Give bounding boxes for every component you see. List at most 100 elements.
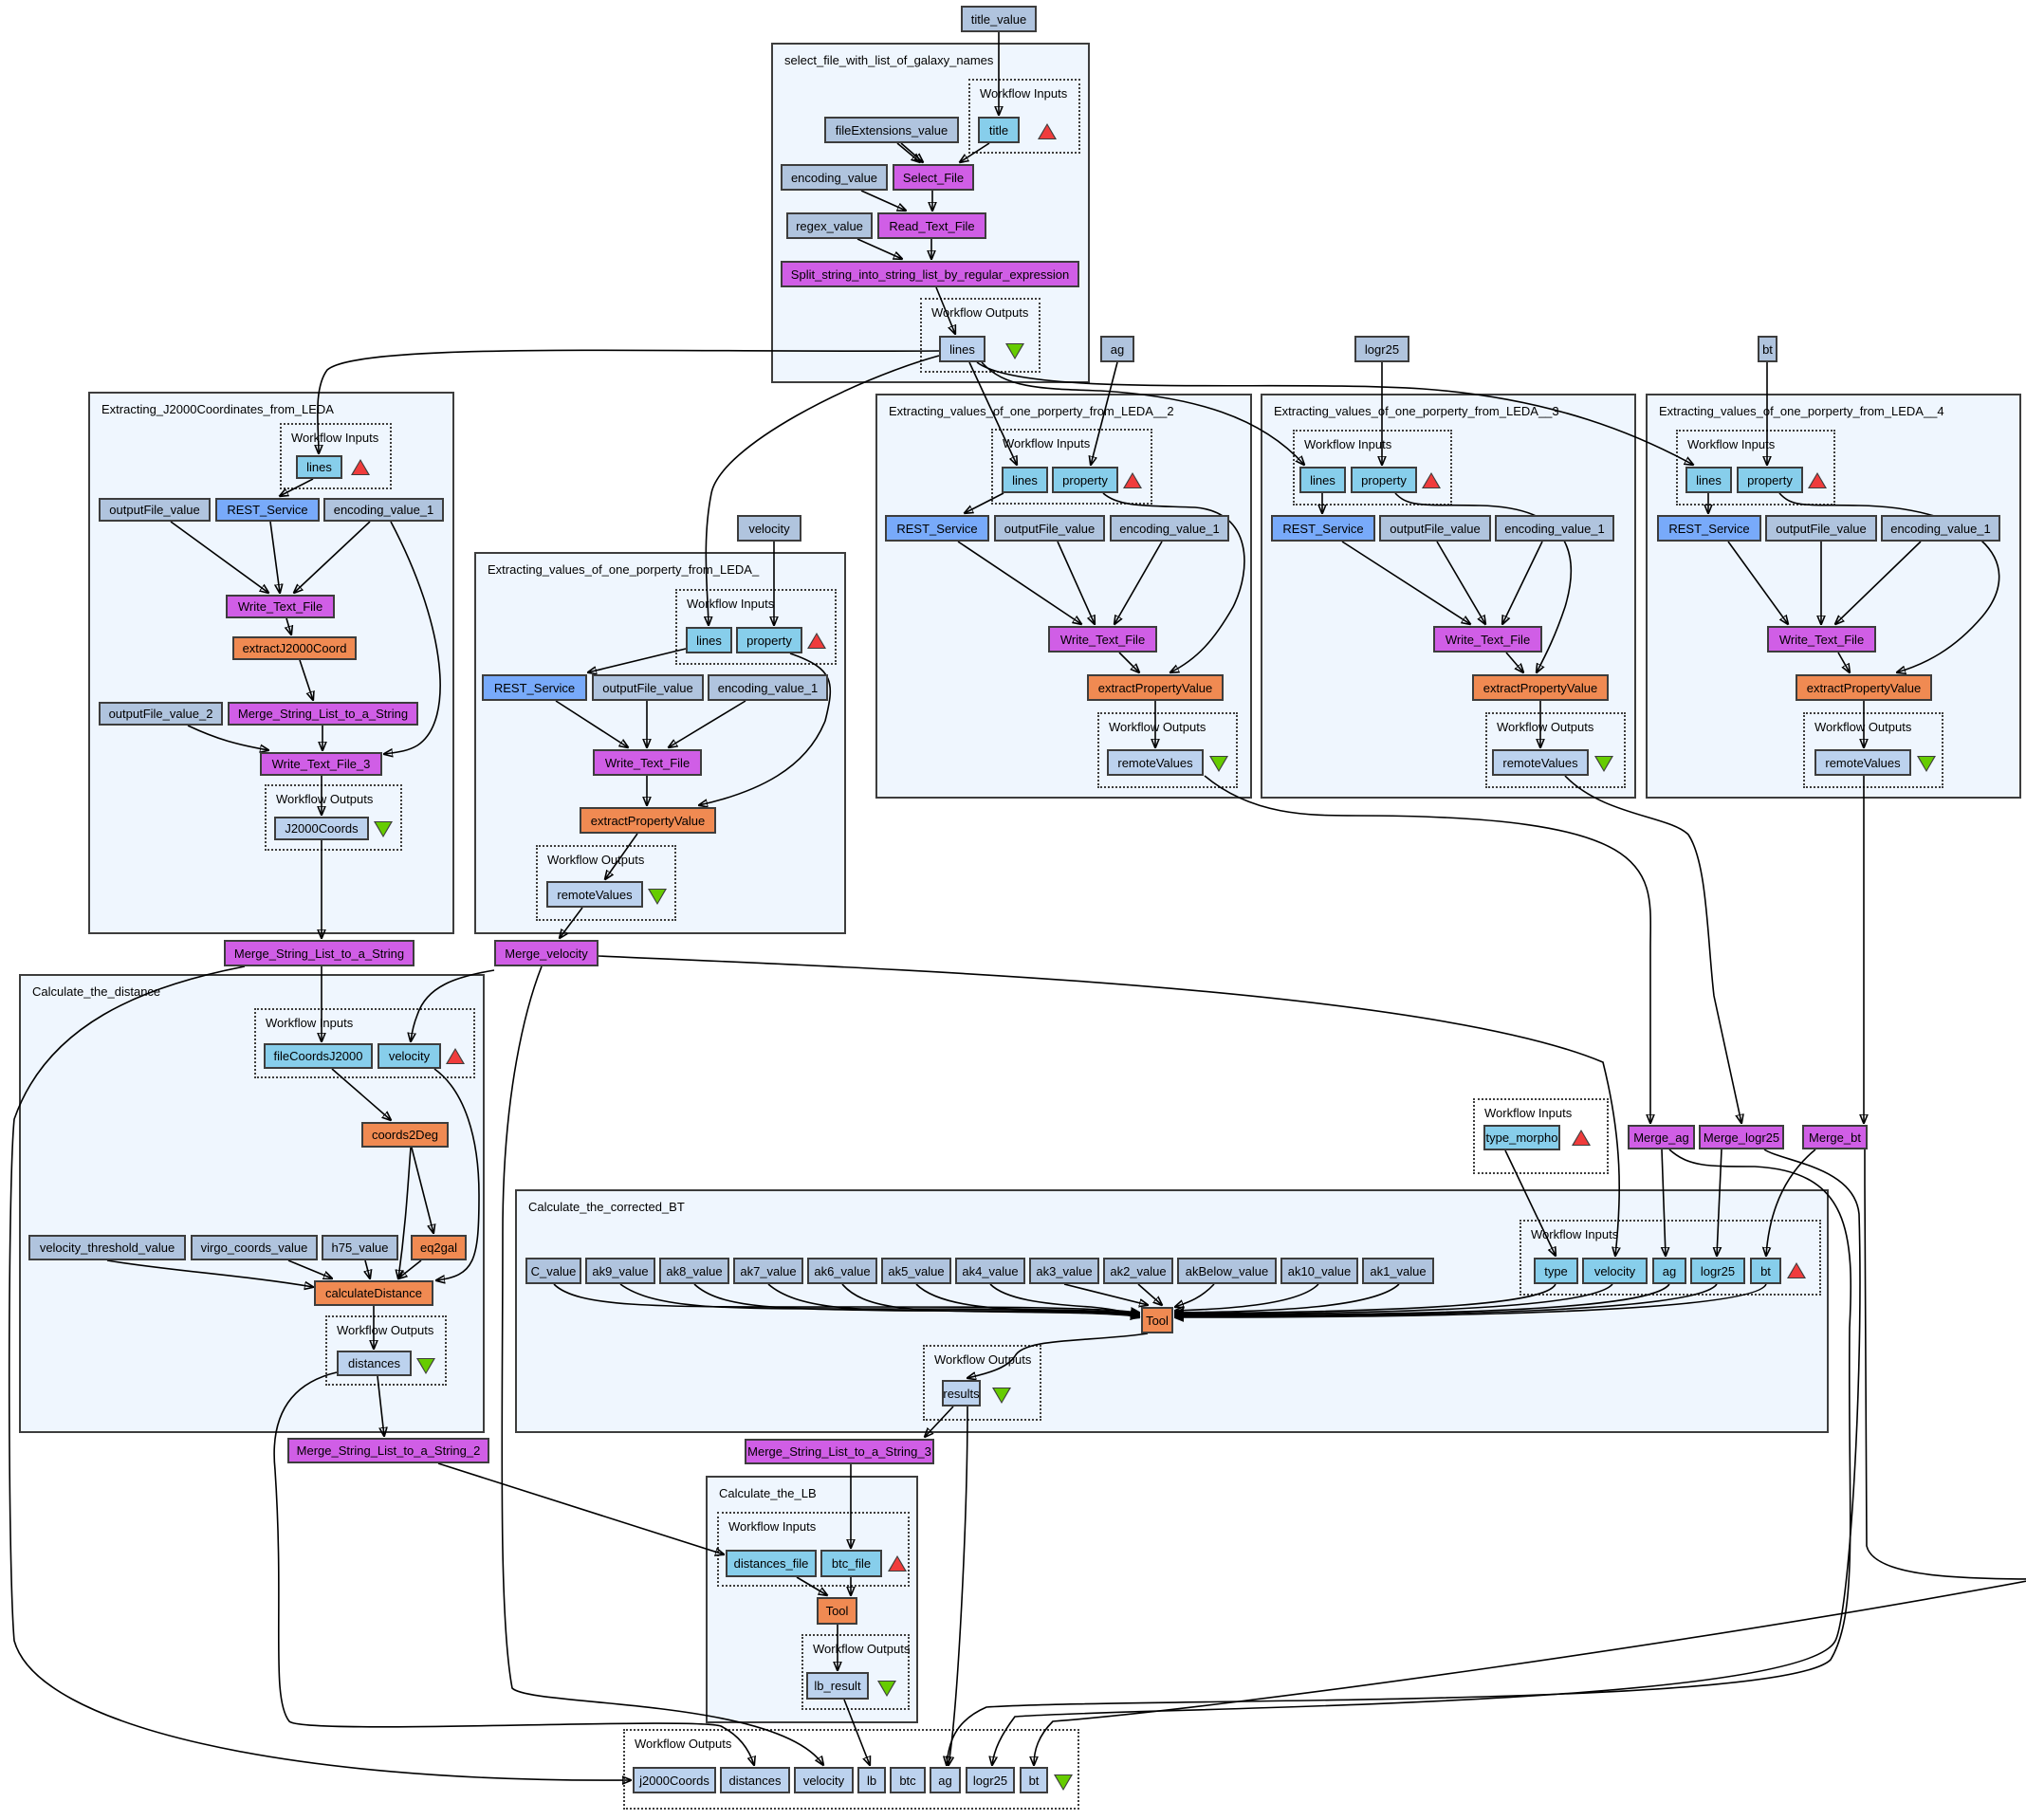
outputfile-value-node[interactable]: outputFile_value <box>1765 515 1877 542</box>
logr25-node[interactable]: logr25 <box>1354 336 1409 362</box>
bt-node[interactable]: bt <box>1758 336 1777 362</box>
fileextensions-value-node[interactable]: fileExtensions_value <box>824 117 959 143</box>
final-output-ag[interactable]: ag <box>930 1767 961 1793</box>
property-input-node[interactable]: property <box>1351 467 1417 493</box>
extractpropertyvalue-node[interactable]: extractPropertyValue <box>580 807 716 834</box>
merge-string-list-3-node[interactable]: Merge_String_List_to_a_String_3 <box>745 1439 934 1464</box>
final-output-btc[interactable]: btc <box>890 1767 926 1793</box>
rest-service-node[interactable]: REST_Service <box>482 674 587 701</box>
rest-service-node[interactable]: REST_Service <box>215 498 320 522</box>
title-input-node[interactable]: title <box>978 117 1020 143</box>
btc-file-input-node[interactable]: btc_file <box>820 1550 882 1577</box>
regex-value-node[interactable]: regex_value <box>786 212 873 239</box>
ak3-value-node[interactable]: ak3_value <box>1029 1258 1099 1284</box>
encoding-value-1-node[interactable]: encoding_value_1 <box>1110 515 1229 542</box>
merge-string-list-node[interactable]: Merge_String_List_to_a_String <box>228 702 418 726</box>
encoding-value-1-node[interactable]: encoding_value_1 <box>323 498 444 522</box>
filecoordsj2000-input-node[interactable]: fileCoordsJ2000 <box>264 1043 373 1069</box>
ak10-value-node[interactable]: ak10_value <box>1280 1258 1358 1284</box>
ak7-value-node[interactable]: ak7_value <box>733 1258 803 1284</box>
outputfile-value-node[interactable]: outputFile_value <box>99 498 211 522</box>
merge-ag-node[interactable]: Merge_ag <box>1628 1125 1695 1149</box>
velocity-threshold-value-node[interactable]: velocity_threshold_value <box>28 1235 186 1260</box>
ag-input-node[interactable]: ag <box>1652 1258 1686 1284</box>
lb-result-output-node[interactable]: lb_result <box>806 1672 869 1700</box>
merge-string-list-2-node[interactable]: Merge_String_List_to_a_String_2 <box>287 1438 489 1463</box>
outputfile-value-node[interactable]: outputFile_value <box>592 674 704 701</box>
merge-bt-node[interactable]: Merge_bt <box>1802 1125 1868 1149</box>
outputfile-value-node[interactable]: outputFile_value <box>994 515 1105 542</box>
write-text-file-node[interactable]: Write_Text_File <box>1767 626 1876 653</box>
lines-input-node[interactable]: lines <box>686 627 732 653</box>
encoding-value-1-node[interactable]: encoding_value_1 <box>1881 515 2000 542</box>
ak4-value-node[interactable]: ak4_value <box>955 1258 1025 1284</box>
final-output-logr25[interactable]: logr25 <box>966 1767 1015 1793</box>
velocity-input-node[interactable]: velocity <box>1582 1258 1648 1284</box>
lines-input-node[interactable]: lines <box>296 455 342 479</box>
write-text-file-node[interactable]: Write_Text_File <box>1048 626 1157 653</box>
tool-node[interactable]: Tool <box>817 1597 857 1625</box>
write-text-file-node[interactable]: Write_Text_File <box>1433 626 1542 653</box>
bt-input-node[interactable]: bt <box>1750 1258 1781 1284</box>
extractpropertyvalue-node[interactable]: extractPropertyValue <box>1796 674 1932 701</box>
split-string-node[interactable]: Split_string_into_string_list_by_regular… <box>781 261 1079 287</box>
c-value-node[interactable]: C_value <box>525 1258 581 1284</box>
tool-node[interactable]: Tool <box>1141 1307 1173 1333</box>
outputfile-value-node[interactable]: outputFile_value <box>1379 515 1491 542</box>
virgo-coords-value-node[interactable]: virgo_coords_value <box>191 1235 318 1260</box>
property-input-node[interactable]: property <box>1052 467 1118 493</box>
lines-output-node[interactable]: lines <box>939 336 985 362</box>
lines-input-node[interactable]: lines <box>1685 467 1732 493</box>
velocity-input-node[interactable]: velocity <box>378 1043 441 1069</box>
encoding-value-node[interactable]: encoding_value <box>781 164 888 191</box>
read-text-file-node[interactable]: Read_Text_File <box>877 212 986 239</box>
write-text-file-node[interactable]: Write_Text_File <box>226 595 335 618</box>
final-output-j2000coords[interactable]: j2000Coords <box>633 1767 716 1793</box>
j2000coords-output-node[interactable]: J2000Coords <box>274 817 369 840</box>
distances-file-input-node[interactable]: distances_file <box>726 1550 817 1577</box>
ak8-value-node[interactable]: ak8_value <box>659 1258 729 1284</box>
merge-string-list-node[interactable]: Merge_String_List_to_a_String <box>224 940 414 966</box>
select-file-node[interactable]: Select_File <box>893 164 974 191</box>
final-output-lb[interactable]: lb <box>857 1767 886 1793</box>
distances-output-node[interactable]: distances <box>337 1351 412 1376</box>
rest-service-node[interactable]: REST_Service <box>1271 515 1375 542</box>
velocity-node[interactable]: velocity <box>737 515 801 542</box>
ag-node[interactable]: ag <box>1100 336 1134 362</box>
remotevalues-output-node[interactable]: remoteValues <box>1492 749 1589 776</box>
property-input-node[interactable]: property <box>736 627 802 653</box>
merge-velocity-node[interactable]: Merge_velocity <box>494 940 599 966</box>
ak2-value-node[interactable]: ak2_value <box>1103 1258 1173 1284</box>
outputfile-value-2-node[interactable]: outputFile_value_2 <box>99 702 223 726</box>
ak1-value-node[interactable]: ak1_value <box>1362 1258 1434 1284</box>
remotevalues-output-node[interactable]: remoteValues <box>1107 749 1204 776</box>
rest-service-node[interactable]: REST_Service <box>1657 515 1761 542</box>
logr25-input-node[interactable]: logr25 <box>1690 1258 1745 1284</box>
ak5-value-node[interactable]: ak5_value <box>881 1258 951 1284</box>
ak6-value-node[interactable]: ak6_value <box>807 1258 877 1284</box>
encoding-value-1-node[interactable]: encoding_value_1 <box>708 674 828 701</box>
lines-input-node[interactable]: lines <box>1299 467 1346 493</box>
h75-value-node[interactable]: h75_value <box>322 1235 398 1260</box>
type-morpho-input-node[interactable]: type_morpho <box>1483 1125 1560 1150</box>
final-output-bt[interactable]: bt <box>1020 1767 1048 1793</box>
type-input-node[interactable]: type <box>1534 1258 1578 1284</box>
results-output-node[interactable]: results <box>942 1380 981 1406</box>
extractj2000coord-node[interactable]: extractJ2000Coord <box>232 636 357 660</box>
extractpropertyvalue-node[interactable]: extractPropertyValue <box>1472 674 1609 701</box>
title-value-node[interactable]: title_value <box>961 6 1037 32</box>
ak9-value-node[interactable]: ak9_value <box>585 1258 655 1284</box>
final-output-distances[interactable]: distances <box>720 1767 790 1793</box>
merge-logr25-node[interactable]: Merge_logr25 <box>1699 1125 1784 1149</box>
akbelow-value-node[interactable]: akBelow_value <box>1177 1258 1277 1284</box>
coords2deg-node[interactable]: coords2Deg <box>361 1122 449 1148</box>
property-input-node[interactable]: property <box>1737 467 1803 493</box>
eq2gal-node[interactable]: eq2gal <box>411 1235 467 1260</box>
encoding-value-1-node[interactable]: encoding_value_1 <box>1495 515 1614 542</box>
remotevalues-output-node[interactable]: remoteValues <box>546 881 643 908</box>
final-output-velocity[interactable]: velocity <box>794 1767 854 1793</box>
write-text-file-3-node[interactable]: Write_Text_File_3 <box>260 752 382 776</box>
lines-input-node[interactable]: lines <box>1002 467 1048 493</box>
extractpropertyvalue-node[interactable]: extractPropertyValue <box>1087 674 1224 701</box>
calculatedistance-node[interactable]: calculateDistance <box>314 1280 433 1306</box>
